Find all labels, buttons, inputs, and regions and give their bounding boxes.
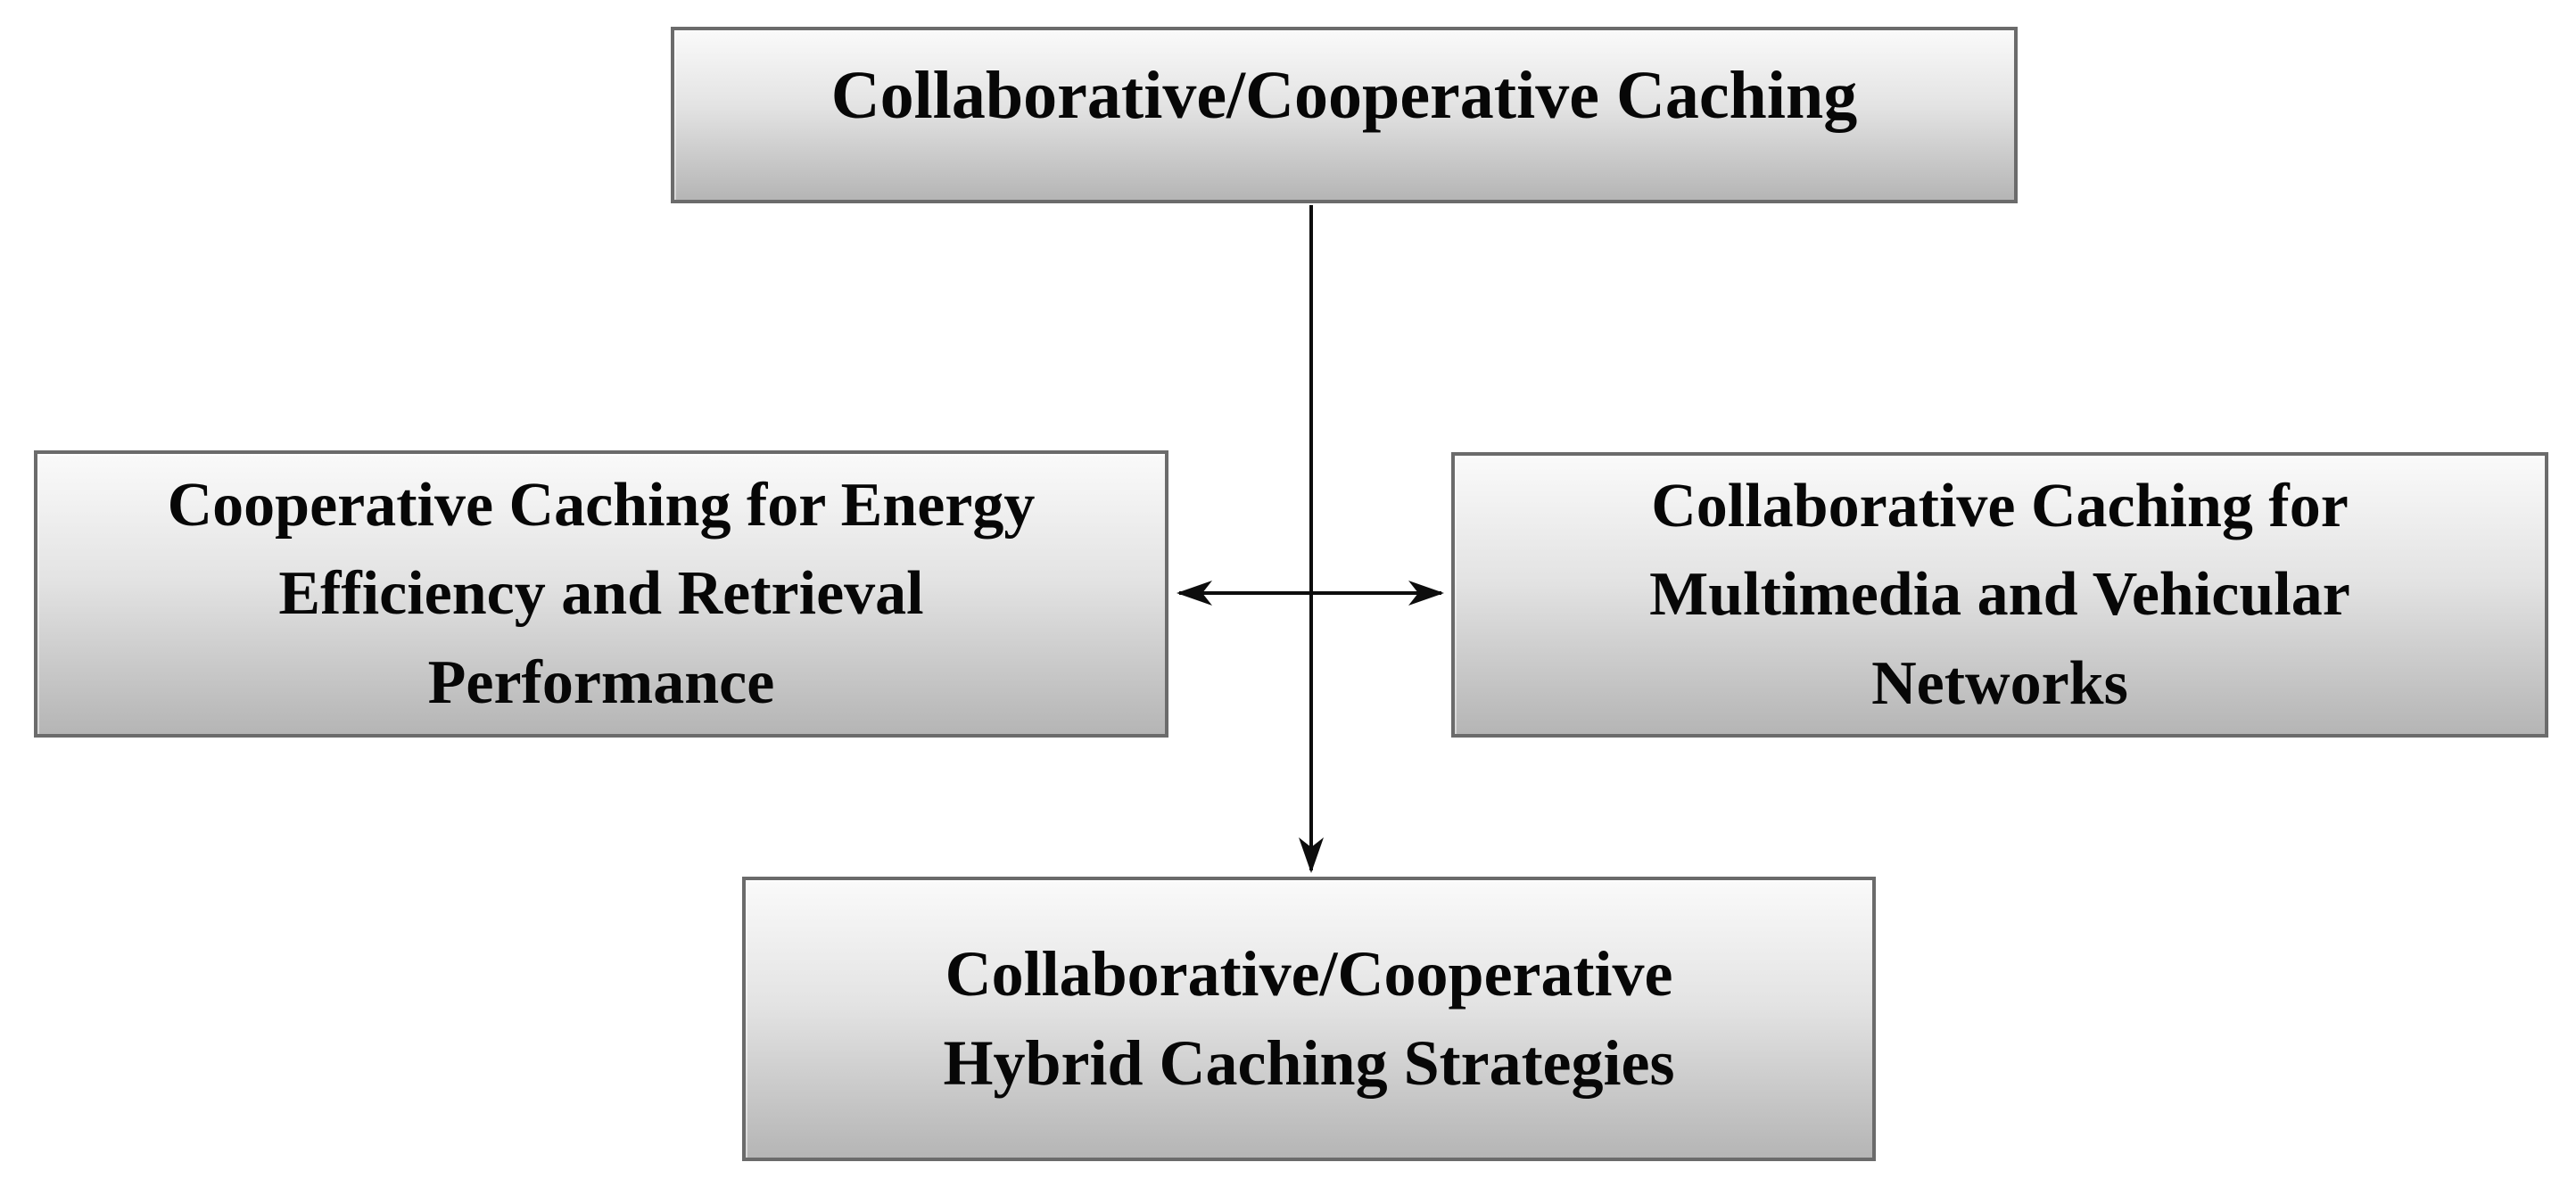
node-label-line: Collaborative/Cooperative Caching [830, 58, 1858, 133]
node-cooperative-caching-energy-efficiency: Cooperative Caching for Energy Efficienc… [34, 450, 1168, 738]
node-label-line: Cooperative Caching for Energy [167, 470, 1036, 540]
connectors [1177, 205, 1444, 873]
node-hybrid-caching-strategies: Collaborative/Cooperative Hybrid Caching… [742, 877, 1876, 1161]
node-label: Collaborative/Cooperative Hybrid Caching… [746, 930, 1872, 1108]
node-label-line: Performance [427, 647, 775, 717]
node-label-line: Networks [1871, 648, 2128, 718]
node-collaborative-caching-multimedia-vehicular: Collaborative Caching for Multimedia and… [1451, 452, 2548, 738]
node-label: Collaborative Caching for Multimedia and… [1455, 462, 2545, 728]
node-label-line: Collaborative Caching for [1651, 471, 2349, 540]
node-label: Cooperative Caching for Energy Efficienc… [37, 461, 1165, 727]
node-label-line: Efficiency and Retrieval [278, 559, 924, 629]
node-collaborative-cooperative-caching: Collaborative/Cooperative Caching [671, 27, 2018, 203]
node-label-line: Hybrid Caching Strategies [943, 1026, 1675, 1099]
node-label: Collaborative/Cooperative Caching [674, 54, 2014, 138]
node-label-line: Multimedia and Vehicular [1649, 560, 2350, 630]
node-label-line: Collaborative/Cooperative [945, 938, 1673, 1010]
